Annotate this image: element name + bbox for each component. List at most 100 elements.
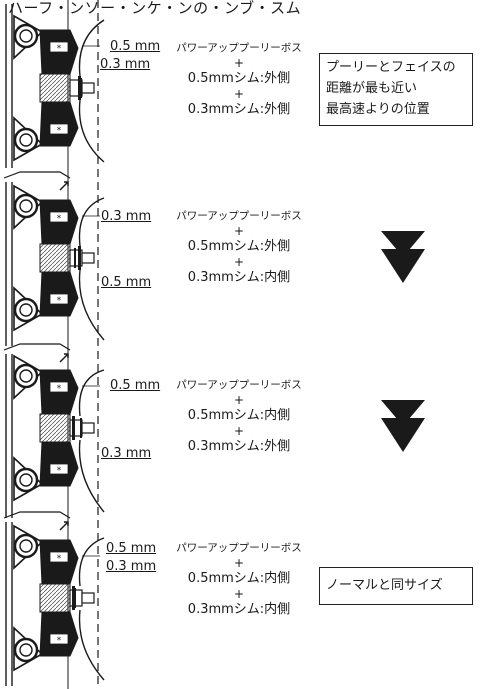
shaft-cap [81,422,95,434]
bearing-lower-inner [19,133,33,147]
housing-wall [5,354,13,518]
step4-spec: パワーアッププーリーボス + 0.5mmシム:内側 + 0.3mmシム:内側 [164,540,314,618]
step3-plus-a: + [233,393,245,407]
step4-shim-a: 0.5mmシム:内側 [187,571,291,586]
pulley-window-lower [49,633,69,645]
shim-0_3mm [80,418,82,438]
bearing-lower-inner [19,303,33,317]
step1-plus-b: + [233,87,245,101]
section-divider [3,171,71,179]
pulley-window-lower [49,123,69,135]
sheave-face-curve [78,19,105,163]
bearing-lower-inner [19,643,33,657]
pulley-mark-lower: * [57,636,62,646]
arrow-down-2 [381,400,425,452]
step1-spec-title: パワーアッププーリーボス [176,42,302,54]
shim-0_3mm [74,588,76,608]
step4-plus-a: + [233,556,245,570]
shaft-cap [81,592,95,604]
step1-label-bottom: 0.3 mm [100,57,151,72]
section-divider [3,343,71,351]
pulley-mark-upper: * [57,384,62,394]
pulley-mark-upper: * [57,554,62,564]
pulley-mark-upper: * [57,44,62,54]
sheave-face-curve [78,537,105,681]
note-bottom-text: ノーマルと同サイズ [326,578,443,593]
bearing-upper-inner [19,539,33,553]
section-divider [3,511,71,519]
step3-shim-b: 0.3mmシム:外側 [187,439,291,454]
pulley-mark-upper: * [57,214,62,224]
step2-spec: パワーアッププーリーボス + 0.5mmシム:外側 + 0.3mmシム:内側 [164,208,314,286]
pulley-window-upper [49,551,69,563]
pulley-window-upper [49,211,69,223]
step2-spec-title: パワーアッププーリーボス [176,210,302,222]
step1-spec: パワーアッププーリーボス + 0.5mmシム:外側 + 0.3mmシム:外側 [164,40,314,118]
pulley-window-lower [49,293,69,305]
pulley-section-2: ** [3,171,105,346]
step2-label-top: 0.3 mm [101,209,152,224]
step4-spec-title: パワーアッププーリーボス [176,542,302,554]
bearing-upper-inner [19,199,33,213]
arrow-down-1 [381,231,425,283]
shaft-cap [81,252,95,264]
step3-spec-title: パワーアッププーリーボス [176,379,302,391]
header-fragment: ハーフ・ンソー・ンケ・ンの・ンブ・スム [8,0,302,17]
direction-arrow [59,521,69,531]
pulley-mark-lower: * [57,126,62,136]
step2-shim-b: 0.3mmシム:内側 [187,270,291,285]
direction-arrow [59,353,69,363]
chevron-lower [381,249,425,283]
shim-0_5mm [78,246,81,270]
boss-bushing [39,583,71,613]
step1-label-top: 0.5 mm [110,39,161,54]
note-top-line1: プーリーとフェイスの [326,60,456,75]
housing-wall [5,522,13,686]
step4-label-bottom: 0.3 mm [106,559,157,574]
bearing-upper-inner [19,369,33,383]
step4-shim-b: 0.3mmシム:内側 [187,602,291,617]
sheave-face-curve [78,197,105,341]
step1-plus-a: + [233,56,245,70]
boss-bushing [39,413,71,443]
step1-shim-b: 0.3mmシム:外側 [187,102,291,117]
note-closest-position: プーリーとフェイスの 距離が最も近い 最高速よりの位置 [319,53,473,126]
pulley-mark-lower: * [57,296,62,306]
step3-plus-b: + [233,424,245,438]
step2-shim-a: 0.5mmシム:外側 [187,239,291,254]
bearing-upper-inner [19,29,33,43]
boss-bushing [39,243,71,273]
step3-label-top: 0.5 mm [110,378,161,393]
step4-plus-b: + [233,587,245,601]
housing-wall [5,4,13,168]
chevron-lower [381,418,425,452]
direction-arrow [59,181,69,191]
shim-0_3mm [80,78,82,98]
shim-0_5mm [78,76,81,100]
pulley-mark-lower: * [57,466,62,476]
pulley-section-3: ** [3,343,105,518]
note-top-line2: 距離が最も近い [326,81,418,96]
pulley-section-1: ** [5,4,105,168]
housing-wall [5,182,13,346]
pulley-window-upper [49,381,69,393]
shim-0_3mm [74,248,76,268]
pulley-window-upper [49,41,69,53]
step3-spec: パワーアッププーリーボス + 0.5mmシム:内側 + 0.3mmシム:外側 [164,377,314,455]
chevron-upper [381,400,425,426]
step3-shim-a: 0.5mmシム:内側 [187,408,291,423]
sheave-face-curve [78,369,105,513]
note-top-line3: 最高速よりの位置 [326,102,430,117]
step2-plus-a: + [233,224,245,238]
step4-label-top: 0.5 mm [106,541,157,556]
shim-0_5mm [72,416,75,440]
pulley-section-4: ** [3,511,105,686]
step2-plus-b: + [233,255,245,269]
step1-shim-a: 0.5mmシム:外側 [187,71,291,86]
step3-label-bottom: 0.3 mm [101,446,152,461]
step2-label-bottom: 0.5 mm [101,275,152,290]
shaft-cap [81,82,95,94]
boss-bushing [39,73,71,103]
